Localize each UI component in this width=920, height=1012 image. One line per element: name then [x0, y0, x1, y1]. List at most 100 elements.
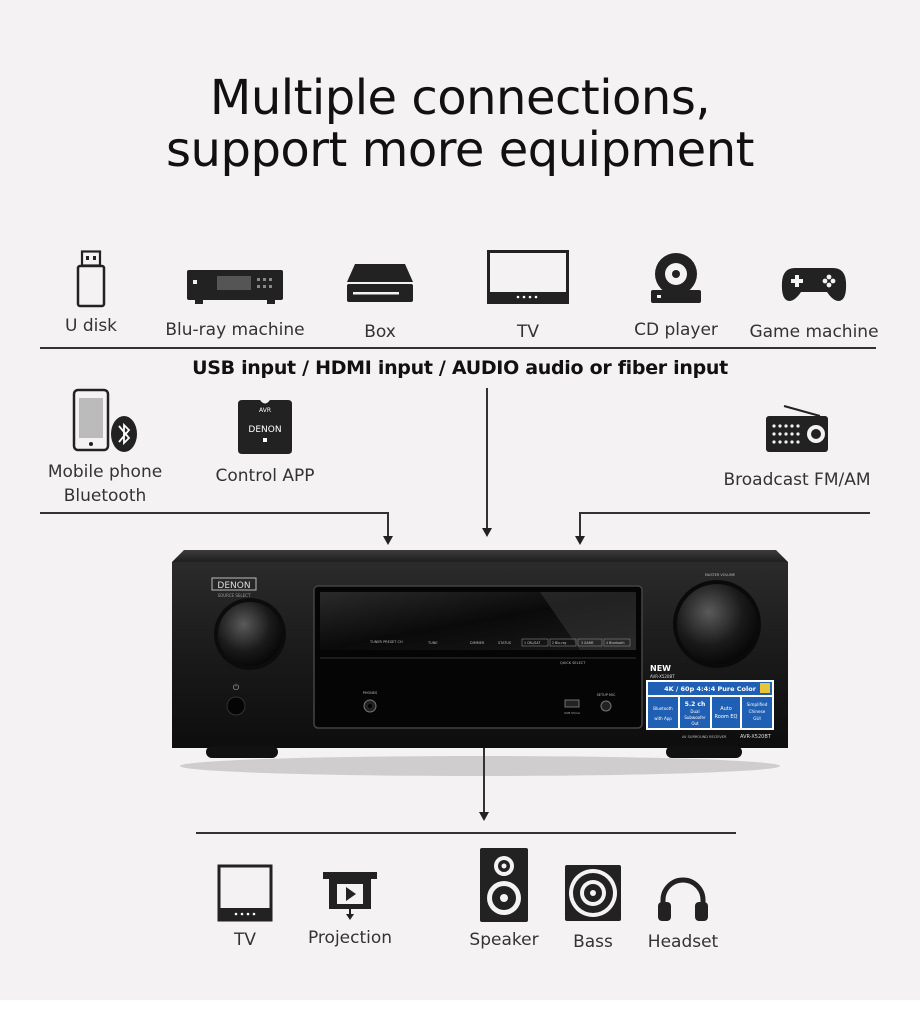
output-arrow-icon [479, 812, 489, 821]
status-label: STATUS [498, 641, 512, 645]
svg-text:GUI: GUI [753, 716, 761, 721]
subwoofer-icon [565, 865, 621, 921]
output-connector [483, 748, 485, 812]
quick-select-1[interactable] [521, 638, 549, 647]
wireless-source-label-2: Bluetooth [63, 486, 147, 506]
input-device-game-machine: Game machine [749, 246, 879, 342]
input-device-label: Blu-ray machine [165, 320, 305, 340]
volume-label: MASTER VOLUME [705, 573, 735, 577]
quick-select-3[interactable] [577, 638, 603, 647]
input-device-tv: TV [480, 246, 576, 342]
output-device-label: Speaker [469, 930, 539, 950]
wireless-source-label: Broadcast FM/AM [723, 470, 871, 490]
output-device-speaker: Speaker [466, 846, 542, 956]
output-device-label: Headset [647, 932, 719, 952]
svg-text:Subwoofer: Subwoofer [684, 715, 706, 720]
radio-icon [766, 405, 828, 452]
av-receiver: DENON SOURCE SELECT ⏻ TUNER PRESET CH TU… [172, 550, 788, 776]
input-device-cd-player: CD player [626, 246, 726, 342]
input-device-u-disk: U disk [48, 246, 134, 342]
model-number: AVR-X520BT [740, 734, 772, 740]
receiver-brand-sub: SOURCE SELECT [218, 593, 251, 598]
gamepad-icon [781, 268, 847, 301]
svg-text:Auto: Auto [720, 706, 732, 712]
left-connector-horizontal [40, 512, 388, 514]
headline: Multiple connections, support more equip… [0, 72, 920, 176]
input-device-label: Game machine [749, 322, 879, 342]
quick-select-label: QUICK SELECT [560, 661, 586, 665]
usb-drive-icon [76, 250, 106, 308]
svg-text:2 Blu-ray: 2 Blu-ray [552, 641, 567, 645]
input-device-box: Box [340, 246, 420, 342]
left-arrow-icon [383, 536, 393, 545]
svg-text:4 Bluetooth: 4 Bluetooth [606, 641, 625, 645]
headline-line-2: support more equipment [166, 122, 754, 178]
quick-select-2[interactable] [549, 638, 577, 647]
tuner-label: TUNER PRESET CH [369, 640, 403, 644]
source-select-knob[interactable] [218, 602, 282, 666]
wireless-source-label: Control APP [215, 466, 315, 486]
output-device-bass: Bass [556, 860, 630, 960]
input-device-label: TV [516, 322, 540, 342]
receiver-brand: DENON [217, 581, 250, 591]
quick-select-4[interactable] [603, 638, 631, 647]
set-top-box-icon [347, 264, 413, 302]
usb-port[interactable] [564, 699, 580, 708]
inputs-caption: USB input / HDMI input / AUDIO audio or … [192, 357, 728, 379]
svg-text:PHONES: PHONES [363, 691, 378, 695]
badge-new: NEW [650, 664, 671, 673]
bottom-band [0, 1000, 920, 1012]
input-device-label: U disk [64, 316, 118, 336]
input-device-label: Box [364, 322, 396, 342]
svg-text:Simplified: Simplified [747, 702, 768, 707]
svg-text:with App: with App [654, 716, 672, 721]
app-brand-text: DENON [248, 425, 281, 435]
wireless-source-control-app: AVR DENON Control APP [205, 396, 325, 492]
svg-text:AVR-X520BT: AVR-X520BT [650, 674, 675, 679]
output-device-tv: TV [210, 860, 280, 960]
svg-text:Dual: Dual [690, 709, 699, 714]
right-arrow-icon [575, 536, 585, 545]
tune-label: TUNE [427, 641, 438, 645]
left-connector-vertical [387, 512, 389, 536]
right-connector-horizontal [580, 512, 870, 514]
app-top-text: AVR [259, 407, 271, 414]
output-device-label: TV [233, 930, 257, 950]
model-caption: AV SURROUND RECEIVER [682, 735, 727, 739]
input-device-bluray: Blu-ray machine [165, 246, 305, 342]
projector-icon [323, 872, 377, 920]
input-device-label: CD player [634, 320, 718, 340]
svg-text:SETUP MIC: SETUP MIC [597, 693, 616, 697]
output-divider [196, 832, 736, 834]
svg-text:1 CBL/SAT: 1 CBL/SAT [524, 641, 540, 645]
wireless-source-label-1: Mobile phone [47, 462, 163, 482]
master-volume-knob[interactable] [677, 584, 757, 664]
control-app-icon: AVR DENON [238, 400, 292, 454]
bluray-player-icon [187, 270, 283, 304]
output-device-headset: Headset [640, 860, 726, 960]
dimmer-label: DIMMER [470, 641, 485, 645]
output-device-projection: Projection [300, 860, 400, 960]
center-arrow-icon [482, 528, 492, 537]
right-connector-vertical [579, 512, 581, 536]
power-button[interactable] [226, 696, 246, 716]
headphones-icon [658, 877, 708, 921]
wireless-source-radio: Broadcast FM/AM [720, 400, 874, 496]
output-device-label: Bass [573, 932, 613, 952]
badge-headline: 4K / 60p 4:4:4 Pure Color [664, 685, 757, 693]
tv-icon [487, 250, 569, 304]
svg-text:Chinese: Chinese [749, 709, 766, 714]
mobile-bluetooth-icon [72, 388, 137, 452]
output-device-label: Projection [307, 928, 393, 948]
svg-text:5.2 ch: 5.2 ch [685, 701, 706, 708]
svg-text:Room EQ: Room EQ [715, 714, 738, 720]
input-divider [40, 347, 876, 349]
setup-mic-jack[interactable] [600, 700, 612, 712]
svg-text:Bluetooth: Bluetooth [653, 706, 673, 711]
svg-text:3 GAME: 3 GAME [581, 641, 593, 645]
cd-player-icon [651, 253, 701, 303]
svg-text:USB 5V/1A: USB 5V/1A [564, 711, 581, 715]
wireless-source-mobile-bluetooth: Mobile phone Bluetooth [40, 388, 170, 508]
speaker-icon [480, 848, 528, 922]
